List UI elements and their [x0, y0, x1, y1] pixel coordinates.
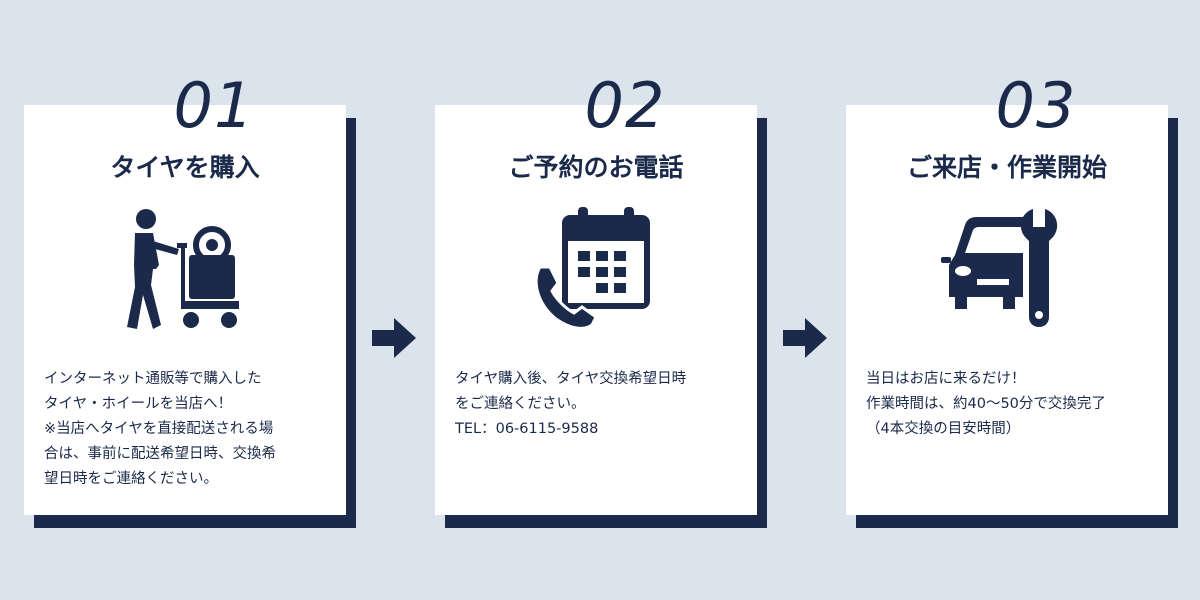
step-title: ご来店・作業開始: [906, 153, 1107, 182]
car-wrench-icon: [846, 205, 1168, 345]
arrow-right-icon: [372, 316, 418, 364]
shopping-cart-person-icon: [24, 205, 346, 345]
step-title: ご予約のお電話: [508, 153, 684, 182]
step-card-3: ご来店・作業開始 当日はお店に来るだけ！ 作業時間は、約40〜50分で交換完了 …: [846, 75, 1178, 528]
step-description: 当日はお店に来るだけ！ 作業時間は、約40〜50分で交換完了 （4本交換の目安時…: [866, 371, 1106, 437]
step-description: タイヤ購入後、タイヤ交換希望日時 をご連絡ください。 TEL：06-6115-9…: [455, 371, 687, 437]
step-title: タイヤを購入: [110, 153, 260, 182]
calendar-phone-icon: [435, 205, 757, 345]
step-card-2: ご予約のお電話 タイヤ: [435, 75, 767, 528]
step-number: 02: [584, 69, 666, 142]
card-body: ご予約のお電話 タイヤ: [435, 105, 757, 515]
step-description: インターネット通販等で購入した タイヤ・ホイールを当店へ！ ※当店へタイヤを直接…: [44, 371, 276, 487]
step-card-1: タイヤを購入 インターネット通販等で購入した タイヤ・ホイールを当: [24, 75, 356, 528]
step-number: 03: [995, 69, 1077, 142]
step-number: 01: [173, 69, 255, 142]
card-body: ご来店・作業開始 当日はお店に来るだけ！ 作業時間は、約40〜50分で交換完了 …: [846, 105, 1168, 515]
card-body: タイヤを購入 インターネット通販等で購入した タイヤ・ホイールを当: [24, 105, 346, 515]
arrow-right-icon: [783, 316, 829, 364]
